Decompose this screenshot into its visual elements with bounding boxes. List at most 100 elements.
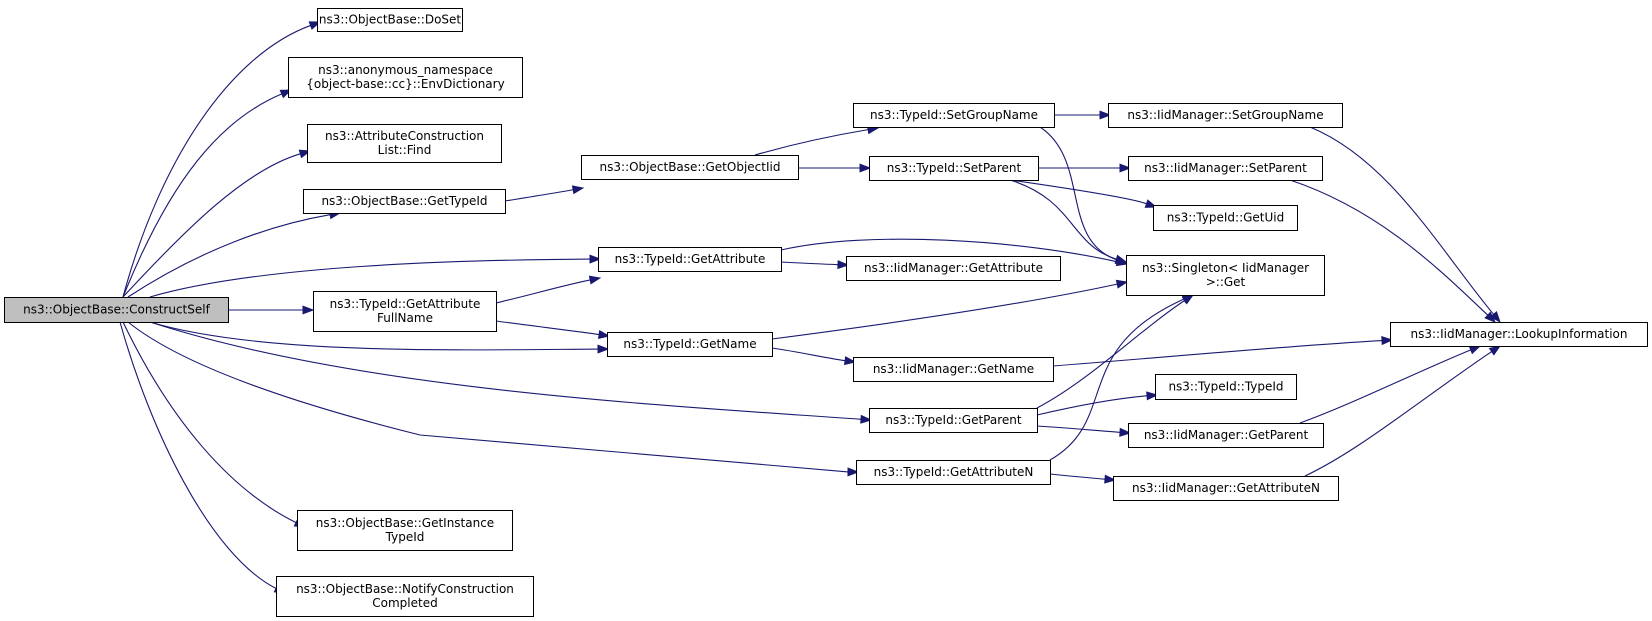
node-label: ns3::TypeId::GetParent — [885, 413, 1021, 427]
node-label: ns3::ObjectBase::GetObjectIid — [600, 160, 781, 174]
arrowhead — [837, 260, 850, 270]
nodes-layer: ns3::ObjectBase::ConstructSelfns3::Objec… — [4, 8, 1648, 617]
node-box — [598, 247, 782, 272]
node-iid-get-parent[interactable]: ns3::IidManager::GetParent — [1128, 423, 1324, 448]
edge-construct-self-to-get-attribute — [149, 254, 602, 298]
node-box — [4, 297, 229, 323]
node-box — [317, 8, 463, 32]
node-box — [303, 189, 506, 214]
node-box — [313, 291, 497, 332]
arrowhead — [589, 254, 602, 264]
node-box — [297, 510, 513, 551]
node-doset[interactable]: ns3::ObjectBase::DoSet — [317, 8, 463, 32]
node-iid-get-attribute-n[interactable]: ns3::IidManager::GetAttributeN — [1113, 476, 1339, 501]
node-label: ns3::IidManager::LookupInformation — [1411, 327, 1628, 341]
node-label: Completed — [372, 596, 437, 610]
edge-set-group-name-to-singleton-get — [1039, 126, 1128, 264]
node-box — [1153, 205, 1298, 231]
node-box — [1128, 156, 1323, 181]
edge-get-attr-full-name-to-get-attribute — [495, 275, 602, 304]
node-get-attribute[interactable]: ns3::TypeId::GetAttribute — [598, 247, 782, 272]
edge-construct-self-to-get-instance-type-id — [122, 321, 307, 528]
node-label: ns3::ObjectBase::NotifyConstruction — [296, 582, 514, 596]
node-get-uid[interactable]: ns3::TypeId::GetUid — [1153, 205, 1298, 231]
node-set-parent[interactable]: ns3::TypeId::SetParent — [869, 156, 1039, 181]
arrowhead — [847, 467, 860, 477]
edge-get-object-iid-to-set-group-name — [754, 125, 880, 156]
edge-get-attr-full-name-to-get-name — [495, 320, 611, 339]
node-iid-get-name[interactable]: ns3::IidManager::GetName — [853, 357, 1054, 382]
node-box — [1108, 103, 1343, 128]
arrowhead — [859, 163, 872, 173]
edge-set-parent-to-singleton-get — [1009, 179, 1128, 264]
edge-get-attribute-n-to-iid-get-attribute-n — [1049, 473, 1117, 484]
node-set-group-name[interactable]: ns3::TypeId::SetGroupName — [853, 103, 1055, 128]
node-box — [853, 103, 1055, 128]
edge-get-attribute-to-iid-get-attribute — [780, 260, 850, 270]
node-box — [607, 332, 773, 357]
node-box — [1390, 322, 1648, 347]
arrowhead — [1468, 345, 1482, 355]
edge-iid-get-attribute-n-to-lookup-information — [1304, 345, 1502, 477]
node-typeid-typeid[interactable]: ns3::TypeId::TypeId — [1155, 374, 1297, 400]
node-iid-set-group-name[interactable]: ns3::IidManager::SetGroupName — [1108, 103, 1343, 128]
node-label: ns3::IidManager::SetParent — [1144, 161, 1307, 175]
edge-get-object-iid-to-set-parent — [798, 163, 872, 173]
node-iid-set-parent[interactable]: ns3::IidManager::SetParent — [1128, 156, 1323, 181]
node-box — [856, 460, 1051, 485]
node-notify-construction[interactable]: ns3::ObjectBase::NotifyConstructionCompl… — [276, 576, 534, 617]
edge-get-type-id-to-get-object-iid — [504, 185, 585, 202]
edge-get-parent-to-iid-get-parent — [1036, 425, 1132, 437]
node-label: ns3::TypeId::GetAttributeN — [874, 465, 1034, 479]
arrowhead — [302, 305, 315, 315]
node-get-name[interactable]: ns3::TypeId::GetName — [607, 332, 773, 357]
node-lookup-information[interactable]: ns3::IidManager::LookupInformation — [1390, 322, 1648, 347]
node-get-attribute-n[interactable]: ns3::TypeId::GetAttributeN — [856, 460, 1051, 485]
node-singleton-get[interactable]: ns3::Singleton< IidManager>::Get — [1126, 255, 1325, 296]
node-label: ns3::TypeId::GetAttribute — [615, 252, 766, 266]
node-label: ns3::TypeId::GetName — [623, 337, 756, 351]
arrowhead — [843, 356, 857, 366]
node-box — [1155, 374, 1297, 400]
edge-set-parent-to-get-uid — [1009, 179, 1158, 208]
node-box — [1113, 476, 1339, 501]
node-box — [307, 124, 502, 163]
edges-layer — [119, 21, 1502, 594]
node-get-type-id[interactable]: ns3::ObjectBase::GetTypeId — [303, 189, 506, 214]
node-env-dictionary[interactable]: ns3::anonymous_namespace{object-base::cc… — [288, 57, 523, 98]
edge-construct-self-to-get-attribute-n — [127, 321, 860, 477]
node-label: List::Find — [378, 143, 432, 157]
node-construct-self[interactable]: ns3::ObjectBase::ConstructSelf — [4, 297, 229, 323]
node-label: ns3::IidManager::GetName — [873, 362, 1034, 376]
node-label: FullName — [377, 311, 433, 325]
arrowhead — [1488, 345, 1502, 356]
edge-iid-set-group-name-to-lookup-information — [1309, 126, 1501, 324]
node-get-object-iid[interactable]: ns3::ObjectBase::GetObjectIid — [581, 155, 799, 180]
edge-construct-self-to-get-type-id — [127, 210, 342, 298]
arrowhead — [1104, 474, 1117, 484]
arrowhead — [1146, 391, 1159, 401]
edge-get-name-to-singleton-get — [771, 279, 1129, 340]
node-label: ns3::TypeId::GetAttribute — [330, 297, 481, 311]
node-label: ns3::IidManager::GetParent — [1144, 428, 1309, 442]
node-box — [288, 57, 523, 98]
node-label: ns3::IidManager::GetAttributeN — [1132, 481, 1320, 495]
node-label: ns3::TypeId::SetGroupName — [870, 108, 1038, 122]
node-get-parent[interactable]: ns3::TypeId::GetParent — [869, 408, 1038, 433]
node-iid-get-attribute[interactable]: ns3::IidManager::GetAttribute — [846, 256, 1061, 281]
node-box — [581, 155, 799, 180]
edge-construct-self-to-get-name — [149, 321, 610, 354]
edge-iid-set-parent-to-lookup-information — [1289, 179, 1497, 323]
node-label: >::Get — [1206, 275, 1246, 289]
node-label: ns3::TypeId::GetUid — [1167, 211, 1285, 225]
edge-get-attribute-to-singleton-get — [780, 238, 1129, 267]
edge-get-name-to-iid-get-name — [771, 347, 857, 366]
arrowhead — [588, 275, 602, 285]
node-label: {object-base::cc}::EnvDictionary — [306, 77, 504, 91]
arrowhead — [1099, 110, 1112, 120]
node-box — [1126, 255, 1325, 296]
